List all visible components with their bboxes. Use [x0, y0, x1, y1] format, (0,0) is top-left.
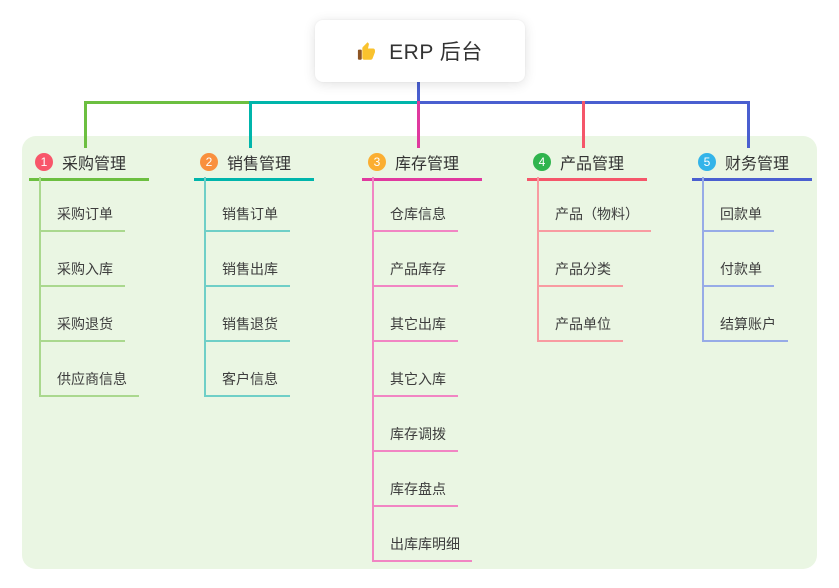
child-node: 销售退货: [204, 287, 354, 342]
child-node-label[interactable]: 采购入库: [39, 259, 125, 287]
child-node: 付款单: [702, 232, 839, 287]
thumbs-up-icon: [357, 40, 379, 62]
branch-title: 产品管理: [560, 156, 625, 173]
branch-children: 仓库信息产品库存其它出库其它入库库存调拨库存盘点出库库明细: [372, 177, 522, 562]
child-node-label[interactable]: 采购订单: [39, 204, 125, 232]
child-node-label[interactable]: 产品（物料）: [537, 204, 651, 232]
child-node-label[interactable]: 库存盘点: [372, 479, 458, 507]
child-node-label[interactable]: 销售订单: [204, 204, 290, 232]
branch-title: 库存管理: [395, 156, 460, 173]
connector-bus-segment-2: [249, 101, 418, 104]
branches-panel: [22, 136, 817, 569]
branch-spine: [372, 177, 374, 561]
branch-title: 财务管理: [725, 156, 790, 173]
child-node-label[interactable]: 其它出库: [372, 314, 458, 342]
child-node: 结算账户: [702, 287, 839, 342]
child-node-label[interactable]: 销售出库: [204, 259, 290, 287]
connector-root-stem: [417, 82, 420, 101]
child-node-label[interactable]: 结算账户: [702, 314, 788, 342]
connector-drop-3: [417, 101, 420, 148]
child-node: 产品库存: [372, 232, 522, 287]
child-node: 出库库明细: [372, 507, 522, 562]
branch-header-3[interactable]: 3 库存管理: [362, 146, 482, 181]
branch-title: 销售管理: [227, 156, 292, 173]
child-node-label[interactable]: 库存调拨: [372, 424, 458, 452]
child-node-label[interactable]: 销售退货: [204, 314, 290, 342]
branch-spine: [702, 177, 704, 341]
child-node-label[interactable]: 其它入库: [372, 369, 458, 397]
child-node: 其它入库: [372, 342, 522, 397]
child-node: 产品分类: [537, 232, 687, 287]
child-node: 产品单位: [537, 287, 687, 342]
branch-children: 销售订单销售出库销售退货客户信息: [204, 177, 354, 397]
branch-spine: [204, 177, 206, 396]
child-node-label[interactable]: 客户信息: [204, 369, 290, 397]
child-node: 供应商信息: [39, 342, 189, 397]
child-node: 采购订单: [39, 177, 189, 232]
branch-title: 采购管理: [62, 156, 127, 173]
connector-drop-2: [249, 101, 252, 148]
branch-spine: [39, 177, 41, 396]
branch-spine: [537, 177, 539, 341]
child-node: 采购入库: [39, 232, 189, 287]
child-node-label[interactable]: 产品库存: [372, 259, 458, 287]
branch-column-4: 4 产品管理产品（物料） 产品分类产品单位: [527, 146, 687, 342]
root-node[interactable]: ERP 后台: [315, 20, 525, 82]
child-node-label[interactable]: 供应商信息: [39, 369, 139, 397]
child-node-label[interactable]: 回款单: [702, 204, 774, 232]
branch-badge: 1: [35, 153, 53, 171]
branch-column-1: 1 采购管理采购订单采购入库采购退货供应商信息: [29, 146, 189, 397]
branch-header-4[interactable]: 4 产品管理: [527, 146, 647, 181]
connector-drop-4: [582, 101, 585, 148]
child-node: 库存调拨: [372, 397, 522, 452]
child-node: 销售订单: [204, 177, 354, 232]
root-title: ERP 后台: [389, 41, 483, 64]
branch-children: 回款单付款单结算账户: [702, 177, 839, 342]
branch-children: 采购订单采购入库采购退货供应商信息: [39, 177, 189, 397]
child-node: 回款单: [702, 177, 839, 232]
child-node-label[interactable]: 产品单位: [537, 314, 623, 342]
branch-column-5: 5 财务管理回款单付款单结算账户: [692, 146, 839, 342]
child-node-label[interactable]: 付款单: [702, 259, 774, 287]
branch-badge: 4: [533, 153, 551, 171]
branch-column-2: 2 销售管理销售订单销售出库销售退货客户信息: [194, 146, 354, 397]
branch-header-5[interactable]: 5 财务管理: [692, 146, 812, 181]
branch-badge: 5: [698, 153, 716, 171]
branch-badge: 3: [368, 153, 386, 171]
child-node: 仓库信息: [372, 177, 522, 232]
child-node-label[interactable]: 采购退货: [39, 314, 125, 342]
child-node: 库存盘点: [372, 452, 522, 507]
child-node: 产品（物料）: [537, 177, 687, 232]
branch-column-3: 3 库存管理仓库信息产品库存其它出库其它入库库存调拨库存盘点出库库明细: [362, 146, 522, 562]
branch-children: 产品（物料） 产品分类产品单位: [537, 177, 687, 342]
child-node-label[interactable]: 仓库信息: [372, 204, 458, 232]
child-node-label[interactable]: 出库库明细: [372, 534, 472, 562]
child-node: 客户信息: [204, 342, 354, 397]
connector-drop-1: [84, 101, 87, 148]
child-node-label[interactable]: 产品分类: [537, 259, 623, 287]
branch-header-1[interactable]: 1 采购管理: [29, 146, 149, 181]
branch-badge: 2: [200, 153, 218, 171]
child-node: 其它出库: [372, 287, 522, 342]
child-node: 销售出库: [204, 232, 354, 287]
child-node: 采购退货: [39, 287, 189, 342]
connector-drop-5: [747, 101, 750, 148]
connector-bus-segment-1: [84, 101, 250, 104]
branch-header-2[interactable]: 2 销售管理: [194, 146, 314, 181]
